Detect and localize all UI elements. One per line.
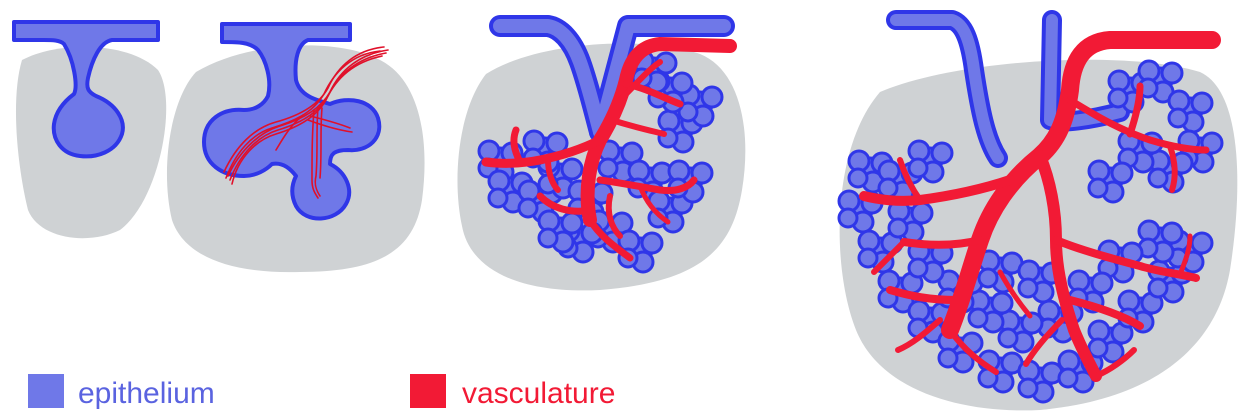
stage-4-bud bbox=[839, 20, 1237, 410]
legend-item-epithelium: epithelium bbox=[28, 374, 215, 410]
legend: epithelium vasculature bbox=[28, 374, 615, 410]
legend-swatch-epithelium bbox=[28, 374, 64, 408]
legend-item-vasculature: vasculature bbox=[410, 374, 615, 410]
legend-label-vasculature: vasculature bbox=[462, 377, 615, 410]
legend-swatch-vasculature bbox=[410, 374, 446, 408]
stage-3-bud bbox=[457, 26, 745, 290]
stage-1-bud bbox=[14, 22, 166, 238]
legend-label-epithelium: epithelium bbox=[78, 377, 215, 410]
stage-2-bud bbox=[167, 24, 425, 272]
